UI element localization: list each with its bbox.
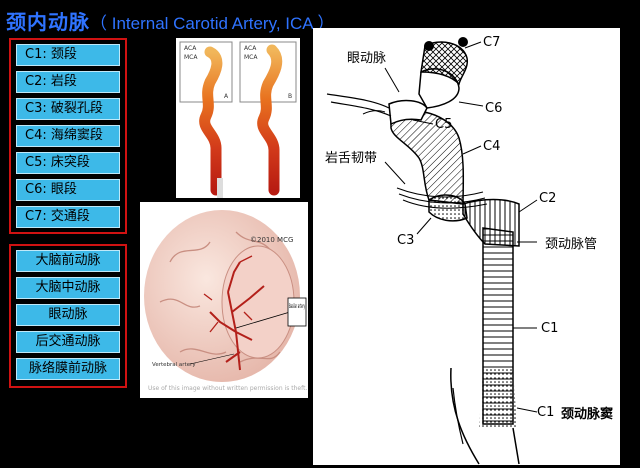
label-c4: C4 [483, 139, 500, 154]
segment-c3: C3: 破裂孔段 [16, 98, 120, 120]
segment-c4: C4: 海绵窦段 [16, 125, 120, 147]
branch-item: 大脑前动脉 [16, 250, 120, 272]
watermark-text: Use of this image without written permis… [148, 385, 307, 392]
vertebral-label: Vertebral artery [152, 362, 196, 368]
label-petrolingual: 岩舌韧带 [325, 151, 377, 166]
angio-label-aca-left: ACA [184, 45, 197, 52]
angio-label-mca-left: MCA [184, 54, 198, 61]
label-c7: C7 [483, 35, 500, 50]
label-c3: C3 [397, 233, 414, 248]
basilar-label: Basilar artery [289, 303, 305, 310]
segments-list: C1: 颈段 C2: 岩段 C3: 破裂孔段 C4: 海绵窦段 C5: 床突段 … [9, 38, 127, 234]
page-title: 颈内动脉（ Internal Carotid Artery, ICA ） [6, 6, 334, 30]
label-carotid-sinus: 颈动脉窦 [561, 406, 613, 422]
title-english: （ Internal Carotid Artery, ICA ） [90, 14, 334, 33]
label-carotid-canal: 颈动脉管 [545, 237, 597, 252]
brain-image: ©2010 MCG Basilar artery Vertebral arter… [140, 202, 308, 398]
branch-item: 脉络膜前动脉 [16, 358, 120, 380]
label-c6: C6 [485, 101, 502, 116]
branch-item: 眼动脉 [16, 304, 120, 326]
angio-label-mca-right: MCA [244, 54, 258, 61]
segment-c1: C1: 颈段 [16, 44, 120, 66]
segment-c7: C7: 交通段 [16, 206, 120, 228]
title-chinese: 颈内动脉 [6, 10, 90, 34]
angio-label-a: A [224, 93, 229, 100]
segment-c6: C6: 眼段 [16, 179, 120, 201]
angio-label-b: B [288, 93, 292, 100]
branch-item: 大脑中动脉 [16, 277, 120, 299]
angio-label-aca-right: ACA [244, 45, 257, 52]
segment-c2: C2: 岩段 [16, 71, 120, 93]
label-c1-lower: C1 [537, 405, 554, 420]
schematic-diagram: C7 眼动脉 C6 C5 C4 岩舌韧带 C2 C3 颈动脉管 C1 C1 颈动… [313, 28, 620, 465]
branches-list: 大脑前动脉 大脑中动脉 眼动脉 后交通动脉 脉络膜前动脉 [9, 244, 127, 388]
label-c5: C5 [435, 117, 452, 132]
segment-c5: C5: 床突段 [16, 152, 120, 174]
label-c1-upper: C1 [541, 321, 558, 336]
angiogram-image: ACA MCA ACA MCA A B [176, 38, 300, 198]
label-c2: C2 [539, 191, 556, 206]
brain-copyright: ©2010 MCG [250, 236, 293, 244]
branch-item: 后交通动脉 [16, 331, 120, 353]
label-ophthalmic: 眼动脉 [347, 51, 386, 66]
